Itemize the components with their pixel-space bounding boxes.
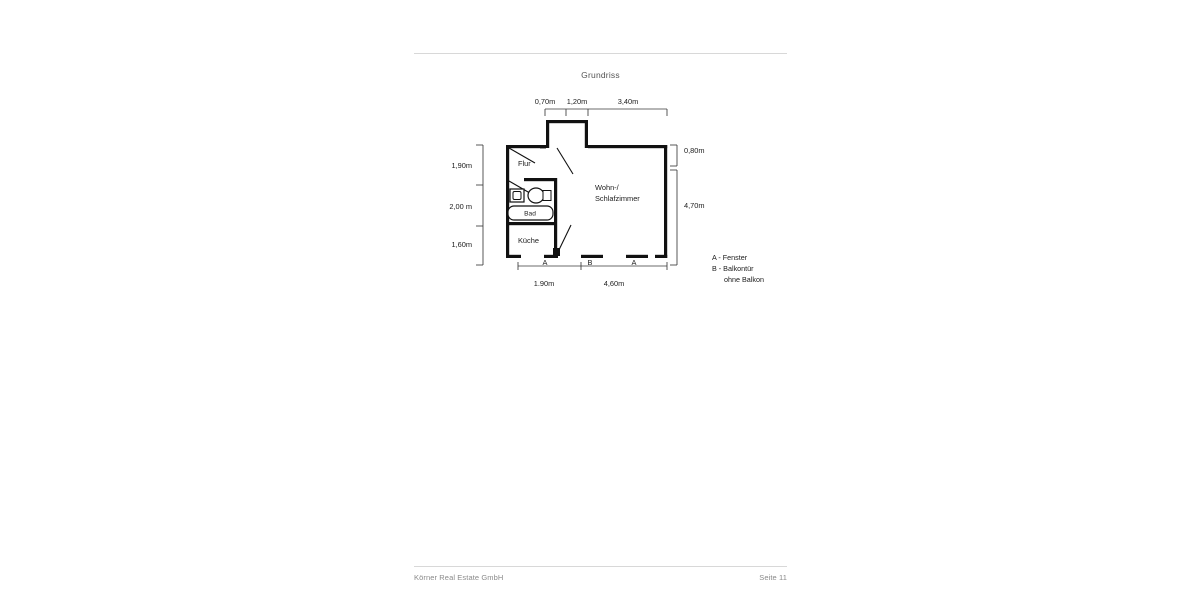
footer-page-number: Seite 11 bbox=[759, 573, 787, 582]
top-dimension-chain bbox=[544, 108, 668, 116]
opening-label-a-left: A bbox=[543, 258, 548, 267]
wall-outline bbox=[506, 120, 668, 258]
legend-item-balkontuer: B - Balkontür bbox=[712, 264, 754, 273]
left-dimension-chain bbox=[476, 144, 484, 266]
dimension-left-1: 1,90m bbox=[451, 161, 472, 170]
floor-plan-figure: 0,70m 1,20m 3,40m 1,90m 2,00 m 1,60m bbox=[440, 88, 780, 298]
dimension-top-1: 0,70m bbox=[535, 97, 556, 106]
opening-label-b: B bbox=[588, 258, 593, 267]
room-label-wohnzimmer-line2: Schlafzimmer bbox=[595, 194, 640, 203]
page-title: Grundriss bbox=[581, 70, 620, 80]
header-divider bbox=[414, 53, 787, 54]
legend: A - Fenster B - Balkontür ohne Balkon bbox=[712, 253, 764, 284]
door-swing-kitchen bbox=[553, 224, 572, 256]
door-swing-entrance bbox=[508, 146, 546, 164]
room-label-flur: Flur bbox=[518, 159, 531, 168]
dimension-left-3: 1,60m bbox=[451, 240, 472, 249]
room-label-bad: Bad bbox=[524, 211, 536, 218]
dimension-top-2: 1,20m bbox=[567, 97, 588, 106]
footer-divider bbox=[414, 566, 787, 567]
right-dimension-chain bbox=[670, 144, 678, 266]
door-swing-living-room bbox=[556, 147, 574, 175]
fixture-bathtub-icon bbox=[507, 205, 554, 221]
dimension-right-1: 0,80m bbox=[684, 146, 705, 155]
fixture-toilet-icon bbox=[527, 187, 552, 204]
room-label-kueche: Küche bbox=[518, 236, 539, 245]
interior-walls bbox=[506, 178, 558, 256]
dimension-right-2: 4,70m bbox=[684, 201, 705, 210]
dimension-bottom-1: 1.90m bbox=[534, 279, 555, 288]
legend-item-fenster: A - Fenster bbox=[712, 253, 748, 262]
bottom-opening-chain bbox=[517, 262, 668, 270]
dimension-bottom-2: 4,60m bbox=[604, 279, 625, 288]
dimension-top-3: 3,40m bbox=[618, 97, 639, 106]
fixture-sink-icon bbox=[509, 188, 525, 203]
room-label-wohnzimmer-line1: Wohn-/ bbox=[595, 183, 620, 192]
legend-item-note: ohne Balkon bbox=[724, 275, 764, 284]
dimension-left-2: 2,00 m bbox=[449, 202, 472, 211]
footer-company-name: Körner Real Estate GmbH bbox=[414, 573, 504, 582]
opening-label-a-right: A bbox=[632, 258, 637, 267]
